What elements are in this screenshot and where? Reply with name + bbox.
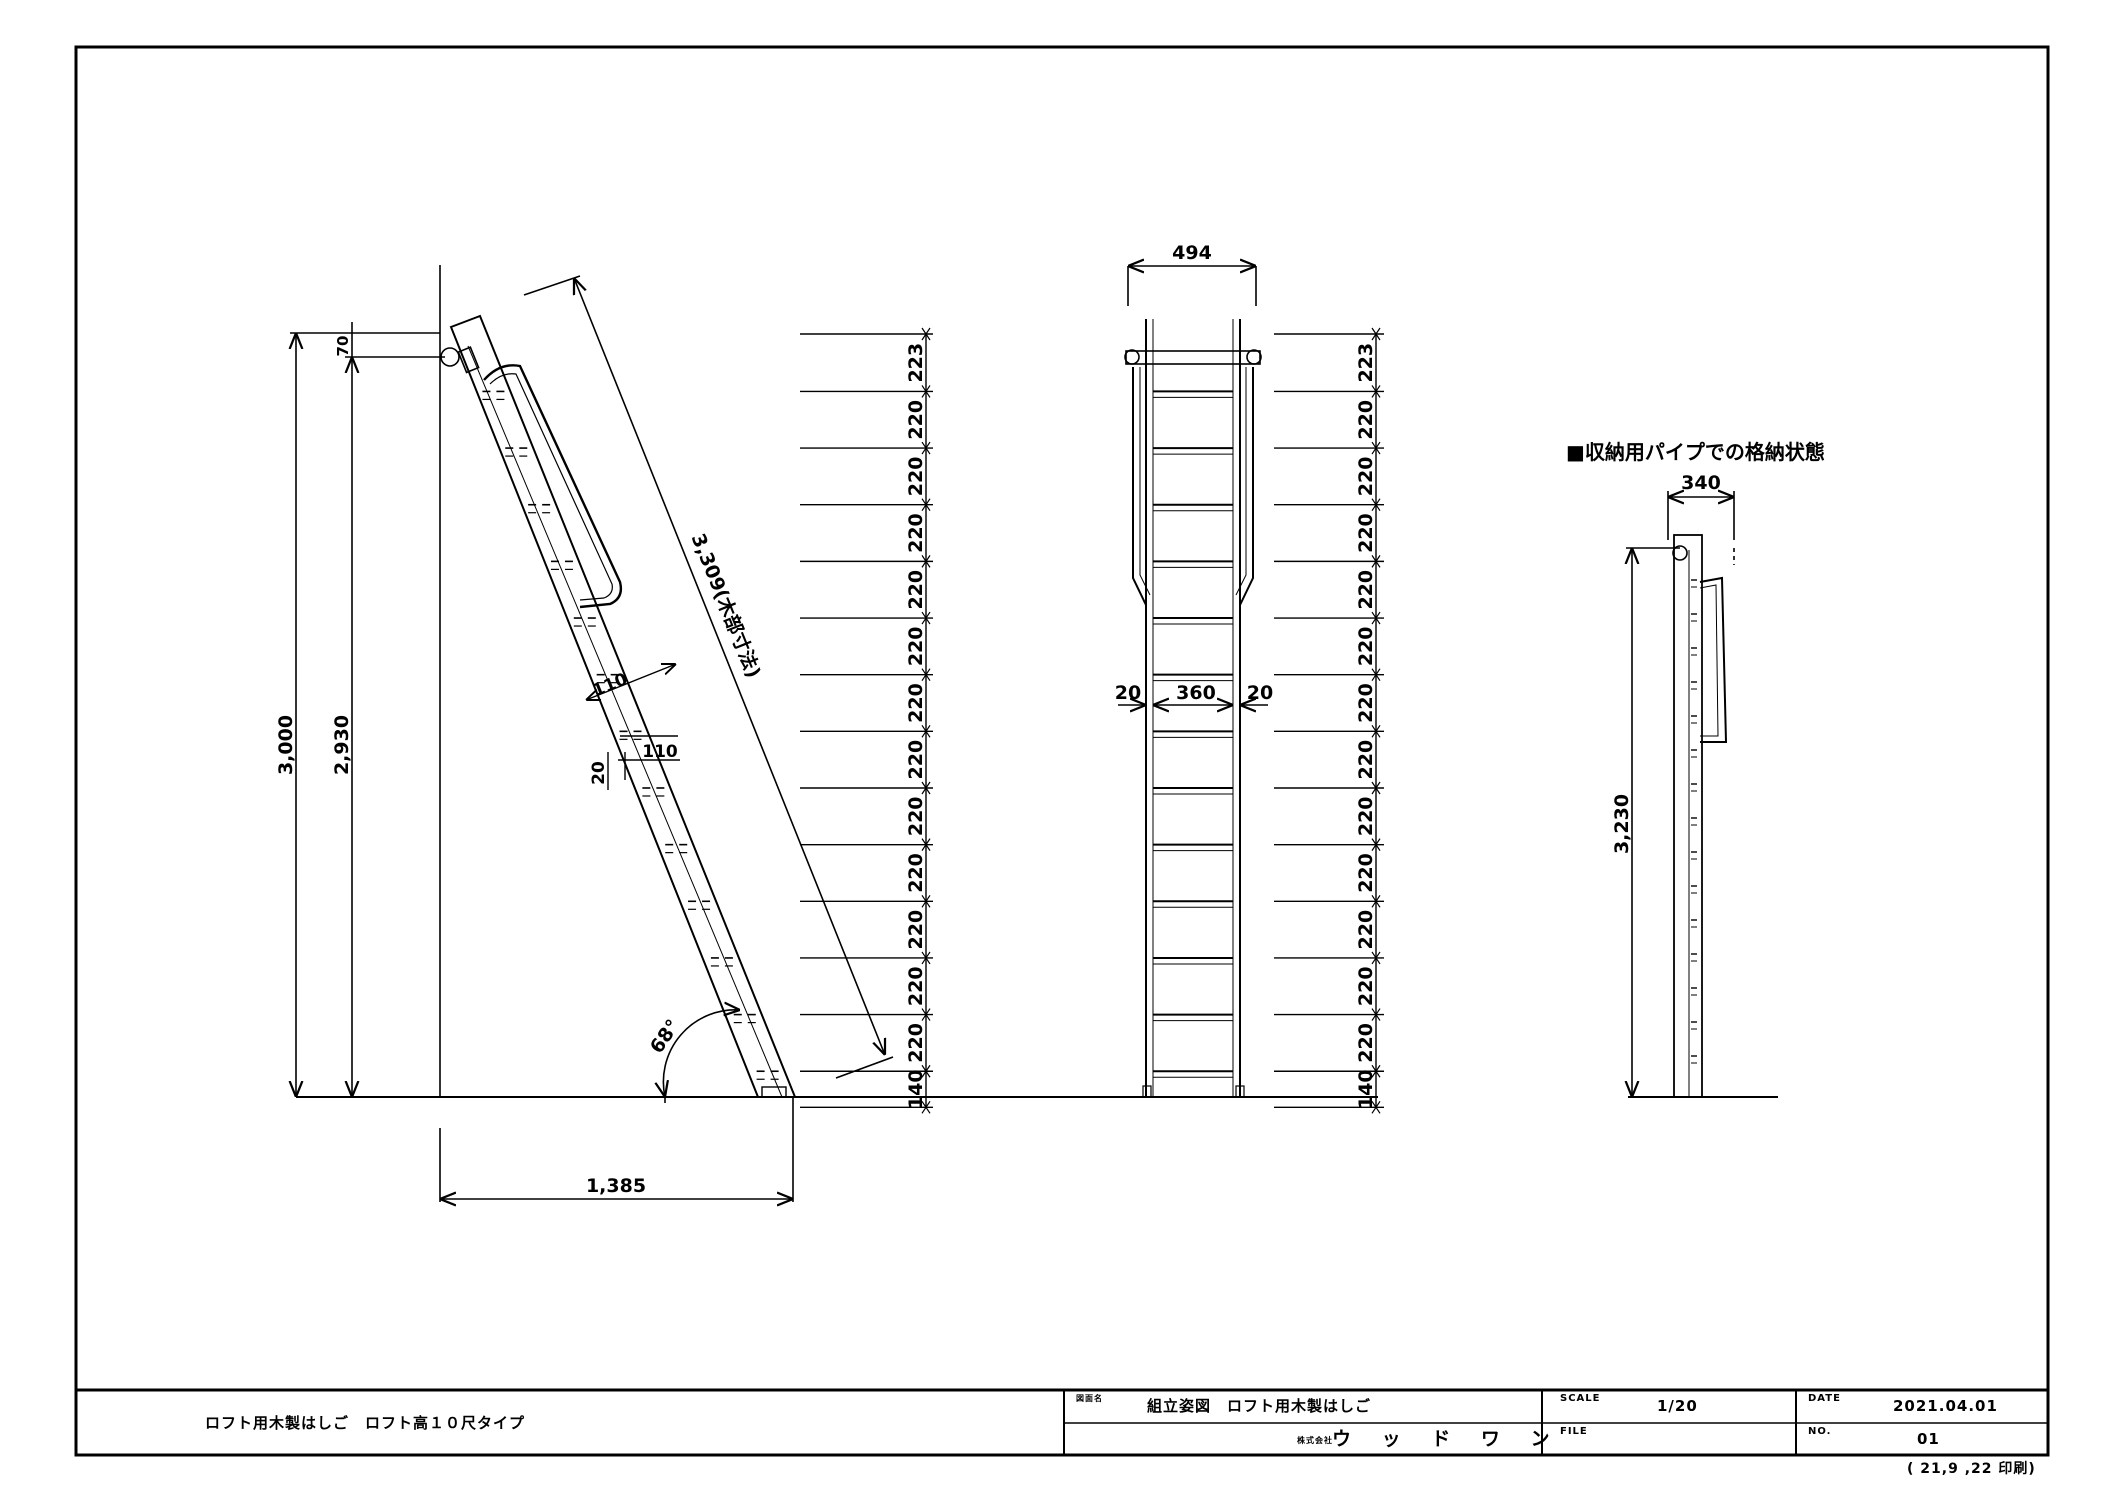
dim-step-thickness: 20 [589, 761, 609, 785]
step-spacing-label: 220 [905, 457, 927, 497]
step-spacing-label: 220 [905, 1023, 927, 1063]
title-block [76, 1388, 2048, 1455]
step-spacing-right: 223 220 220 220 220 220 220 220 220 220 220 220 220 1… [1274, 327, 1384, 1114]
step-spacing-label: 220 [1355, 513, 1377, 553]
step-spacing-label: 220 [905, 796, 927, 836]
storage-dim-height: 3,230 [1611, 794, 1633, 854]
storage-dim-width: 340 [1681, 472, 1721, 494]
company-prefix: 株式会社 [1297, 1435, 1333, 1445]
dim-right-margin: 20 [1247, 682, 1273, 704]
drawing-border [74, 45, 2050, 1457]
rungs [1153, 390, 1233, 1078]
step-spacing-label: 220 [1355, 400, 1377, 440]
step-spacing-label: 220 [905, 683, 927, 723]
print-note: ( 21,9 ,22 印刷) [1907, 1460, 2036, 1477]
step-spacing-label: 220 [1355, 627, 1377, 667]
step-spacing-label: 220 [905, 513, 927, 553]
step-spacing-label: 220 [905, 740, 927, 780]
front-view [1118, 266, 1268, 1098]
step-spacing-label: 220 [905, 400, 927, 440]
dim-inner-width: 360 [1176, 682, 1216, 704]
date-value: 2021.04.01 [1893, 1397, 1998, 1415]
step-spacing-label: 140 [1355, 1069, 1377, 1109]
dim-top-offset: 70 [334, 336, 352, 357]
step-spacing-left: 223 220 220 220 220 220 220 220 220 220 220 220 220 1… [800, 327, 933, 1114]
step-spacing-label: 220 [905, 910, 927, 950]
step-spacing-label: 220 [1355, 740, 1377, 780]
storage-heading: ■収納用パイプでの格納状態 [1566, 440, 1825, 464]
date-label: DATE [1808, 1393, 1841, 1404]
dim-left-margin: 20 [1115, 682, 1141, 704]
product-name: ロフト用木製はしご ロフト高１０尺タイプ [205, 1414, 525, 1432]
side-view [290, 265, 1378, 1098]
step-spacing-label: 220 [905, 627, 927, 667]
step-spacing-label: 220 [905, 853, 927, 893]
step-spacing-label: 220 [905, 570, 927, 610]
handrail [483, 364, 623, 609]
step-spacing-label: 223 [905, 343, 927, 383]
drawing-name-label: 図面名 [1076, 1393, 1103, 1403]
step-spacing-label: 220 [1355, 1023, 1377, 1063]
step-spacing-label: 220 [1355, 683, 1377, 723]
step-spacing-label: 220 [1355, 910, 1377, 950]
dim-footprint: 1,385 [586, 1175, 646, 1197]
storage-view [1626, 491, 1778, 1098]
step-spacing-label: 220 [1355, 570, 1377, 610]
scale-label: SCALE [1560, 1393, 1600, 1404]
step-spacing-label: 223 [1355, 343, 1377, 383]
step-spacing-label: 220 [1355, 796, 1377, 836]
dim-stile-width: 110 [590, 669, 631, 701]
storage-ladder [1673, 534, 1703, 1098]
dim-overall-height: 3,000 [275, 715, 297, 775]
step-spacing-label: 140 [905, 1069, 927, 1109]
step-spacing-label: 220 [1355, 853, 1377, 893]
company-name: ウ ッ ド ワ ン [1332, 1428, 1561, 1450]
step-spacing-label: 220 [905, 966, 927, 1006]
dim-floor-height: 2,930 [331, 715, 353, 775]
no-value: 01 [1917, 1430, 1940, 1448]
step-spacing-label: 220 [1355, 966, 1377, 1006]
no-label: NO. [1808, 1426, 1831, 1437]
dim-overall-width: 494 [1172, 242, 1212, 264]
ladder-stile [449, 314, 797, 1098]
file-label: FILE [1560, 1426, 1588, 1437]
drawing-name: 組立姿図 ロフト用木製はしご [1147, 1397, 1371, 1415]
scale-value: 1/20 [1657, 1397, 1698, 1415]
step-spacing-label: 220 [1355, 457, 1377, 497]
dim-step-width: 110 [642, 742, 678, 762]
